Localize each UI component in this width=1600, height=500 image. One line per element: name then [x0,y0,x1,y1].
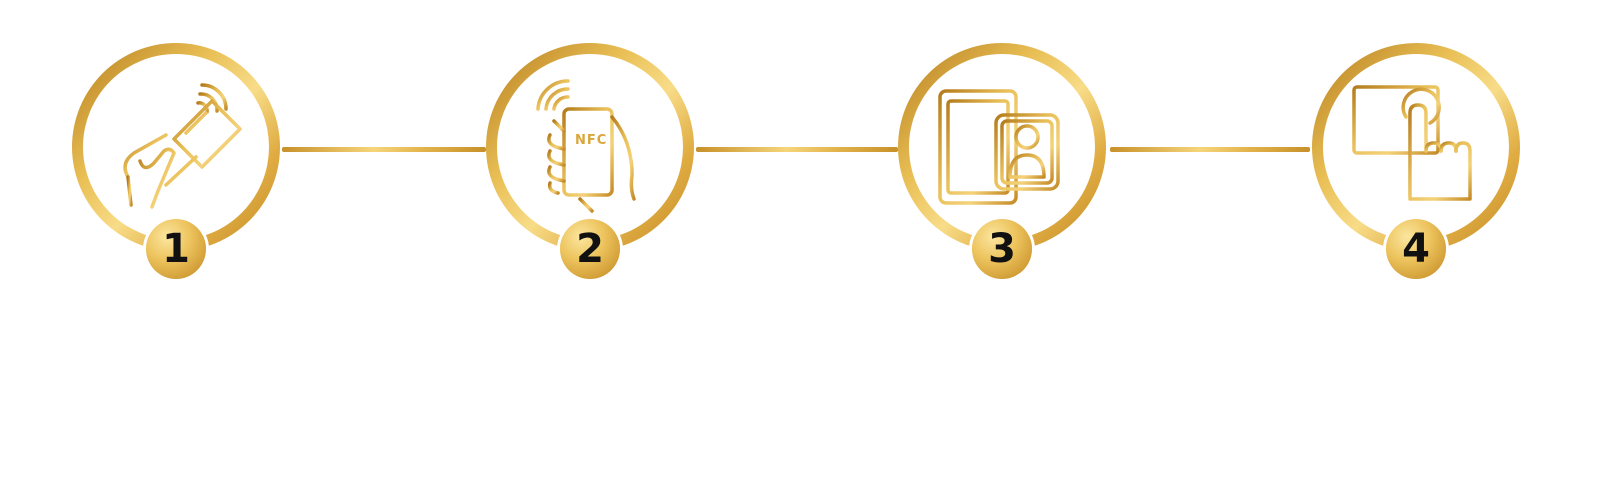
step-4: 4 [1312,43,1520,283]
step-number: 1 [162,226,190,272]
touch-document-icon [1352,81,1472,201]
step-number: 4 [1402,226,1430,272]
step-number-badge: 1 [146,219,206,279]
step-ring [486,43,694,251]
connector-line-3-4 [1110,147,1310,152]
step-number: 3 [988,226,1016,272]
step-number-badge: 4 [1386,219,1446,279]
id-profile-tablet-icon [938,89,1060,205]
step-1: 1 [72,43,280,283]
step-3: 3 [898,43,1106,283]
step-ring [72,43,280,251]
connector-line-2-3 [696,147,898,152]
nfc-label: NFC [575,133,608,148]
step-number-badge: 3 [972,219,1032,279]
step-number: 2 [576,226,604,272]
contactless-card-tap-icon [123,83,242,209]
step-number-badge: 2 [560,219,620,279]
nfc-phone-icon [536,79,636,213]
connector-line-1-2 [282,147,486,152]
step-2: NFC 2 [486,43,694,283]
